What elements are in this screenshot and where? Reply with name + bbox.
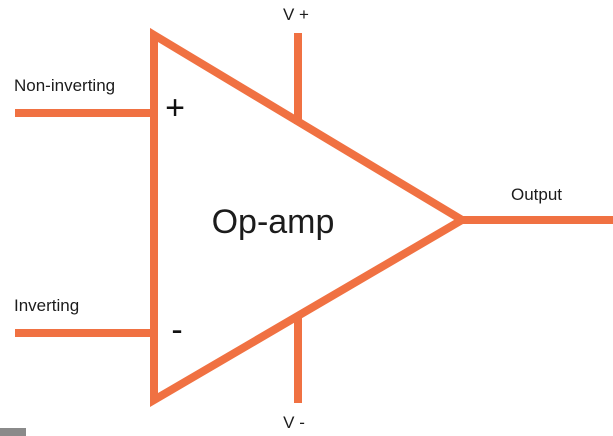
opamp-triangle-icon: [150, 27, 470, 407]
minus-sign: -: [171, 311, 183, 349]
v-minus-label: V -: [283, 413, 305, 432]
output-label: Output: [511, 185, 563, 204]
opamp-title: Op-amp: [211, 203, 335, 241]
non-inverting-label: Non-inverting: [14, 76, 116, 95]
inverting-label: Inverting: [14, 296, 80, 315]
v-plus-label: V +: [283, 5, 309, 24]
screenshot-artifact-rectangle: [0, 428, 26, 436]
plus-sign: +: [165, 89, 185, 127]
